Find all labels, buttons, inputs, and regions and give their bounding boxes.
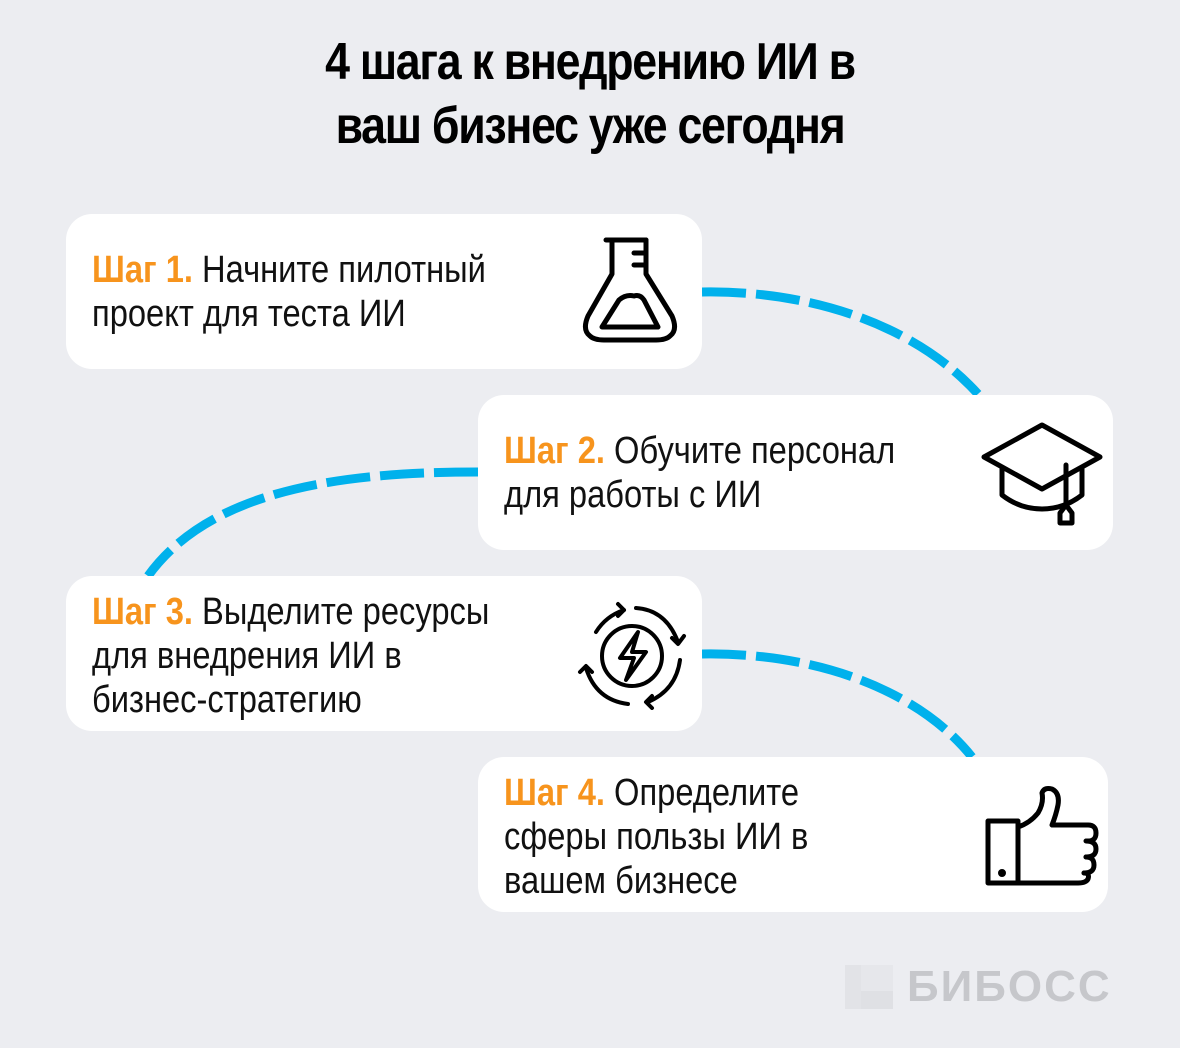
step-4-line-3: вашем бизнесе	[504, 860, 738, 902]
flask-icon	[582, 237, 678, 343]
step-3-text: Шаг 3. Выделите ресурсы для внедрения ИИ…	[92, 590, 489, 722]
step-2-line-2: для работы с ИИ	[504, 474, 762, 516]
step-card-1: Шаг 1. Начните пилотный проект для теста…	[66, 214, 702, 369]
step-card-3: Шаг 3. Выделите ресурсы для внедрения ИИ…	[66, 576, 702, 731]
page-title: 4 шага к внедрению ИИ в ваш бизнес уже с…	[83, 30, 1098, 158]
step-1-label: Шаг 1.	[92, 249, 193, 291]
step-card-2: Шаг 2. Обучите персонал для работы с ИИ	[478, 395, 1113, 550]
step-1-line-1: Начните пилотный	[192, 249, 486, 291]
step-2-text: Шаг 2. Обучите персонал для работы с ИИ	[504, 429, 895, 517]
step-2-label: Шаг 2.	[504, 430, 605, 472]
step-card-4: Шаг 4. Определите сферы пользы ИИ в ваше…	[478, 757, 1108, 912]
step-1-text: Шаг 1. Начните пилотный проект для теста…	[92, 248, 486, 336]
step-3-line-3: бизнес-стратегию	[92, 679, 362, 721]
title-line-1: 4 шага к внедрению ИИ в	[325, 33, 856, 91]
step-4-line-1: Определите	[604, 772, 800, 814]
energy-cycle-icon	[578, 602, 686, 710]
step-4-text: Шаг 4. Определите сферы пользы ИИ в ваше…	[504, 771, 808, 903]
logo-text: БИБОСС	[907, 962, 1112, 1011]
connector-2-3	[144, 467, 479, 579]
logo-mark-icon	[845, 965, 893, 1009]
step-3-label: Шаг 3.	[92, 591, 193, 633]
step-4-line-2: сферы пользы ИИ в	[504, 816, 809, 858]
step-2-line-1: Обучите персонал	[604, 430, 896, 472]
title-line-2: ваш бизнес уже сегодня	[335, 97, 846, 155]
logo: БИБОСС	[845, 962, 1112, 1012]
connector-1-2	[701, 287, 982, 398]
step-4-label: Шаг 4.	[504, 772, 605, 814]
thumbs-up-icon	[985, 786, 1099, 886]
connector-3-4	[701, 649, 976, 760]
step-1-line-2: проект для теста ИИ	[92, 293, 406, 335]
graduation-cap-icon	[981, 422, 1103, 526]
step-3-line-2: для внедрения ИИ в	[92, 635, 402, 677]
step-3-line-1: Выделите ресурсы	[192, 591, 490, 633]
